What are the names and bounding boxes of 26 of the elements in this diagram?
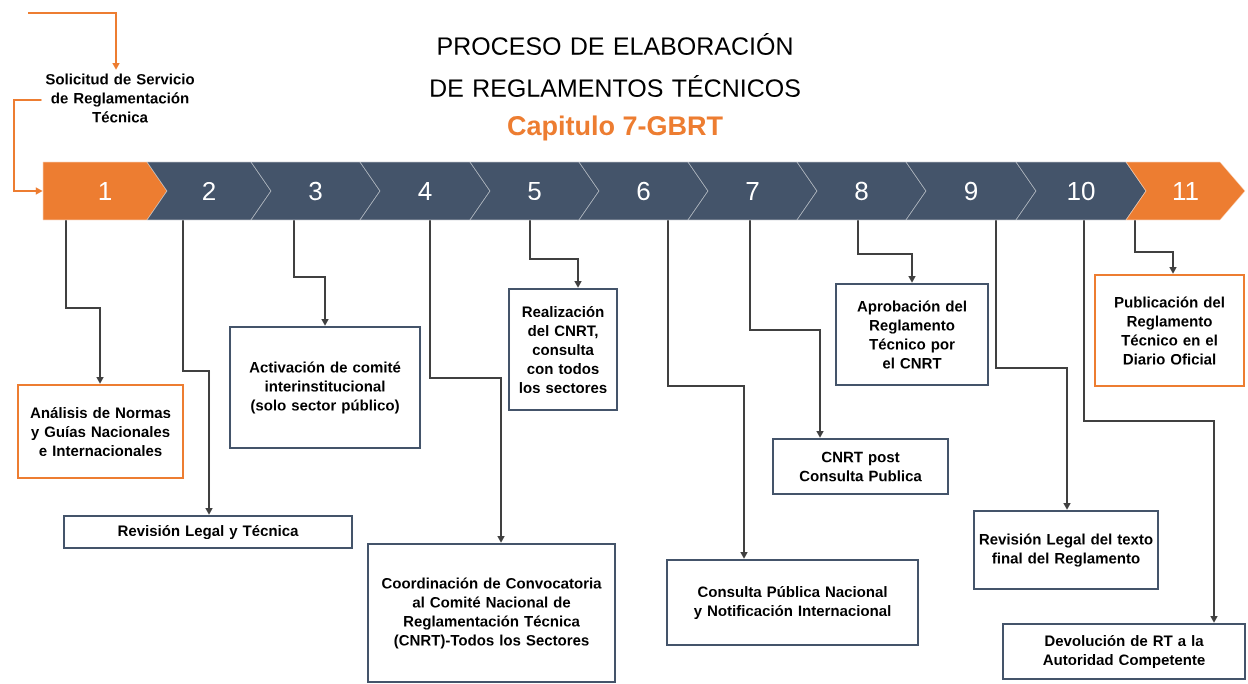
timeline-step: 6 <box>578 161 709 221</box>
step-box: Activación de comité interinstitucional (solo sector público) <box>229 326 421 449</box>
step-box: Análisis de Normas y Guías Nacionales e Internacionales <box>17 384 184 479</box>
timeline-step: 4 <box>359 161 491 221</box>
step-box: Publicación del Reglamento Técnico en el Diario Oficial <box>1094 274 1245 387</box>
subtitle: Capitulo 7-GBRT <box>508 115 723 141</box>
timeline-step: 8 <box>796 161 927 221</box>
step-box: Coordinación de Convocatoria al Comité Nacional de Reglamentación Técnica (CNRT)-Todos los Sectores <box>367 543 616 683</box>
step-box: Revisión Legal del texto final del Reglamento <box>973 510 1159 590</box>
timeline-step: 2 <box>146 161 272 221</box>
timeline-step: 7 <box>687 161 818 221</box>
step-box: CNRT post Consulta Publica <box>772 438 949 495</box>
step-box: Revisión Legal y Técnica <box>63 515 353 549</box>
step-label: Solicitud de Servicio de Reglamentación Técnica <box>45 73 194 123</box>
timeline-step: 5 <box>469 161 600 221</box>
timeline-step: 9 <box>905 161 1037 221</box>
step-box: Consulta Pública Nacional y Notificación Internacional <box>666 559 919 646</box>
step-box: Realización del CNRT, consulta con todos los sectores <box>508 288 618 411</box>
step-box: Aprobación del Reglamento Técnico por el CNRT <box>835 283 989 386</box>
step-box: Devolución de RT a la Autoridad Competente <box>1002 623 1246 680</box>
arrow <box>13 99 43 195</box>
timeline-step: 3 <box>250 161 381 221</box>
timeline-step: 11 <box>1125 161 1246 221</box>
timeline-step: 1 <box>42 161 168 221</box>
timeline-step: 10 <box>1015 161 1147 221</box>
title: PROCESO DE ELABORACIÓN DE REGLAMENTOS TÉCNICOS <box>431 33 800 97</box>
